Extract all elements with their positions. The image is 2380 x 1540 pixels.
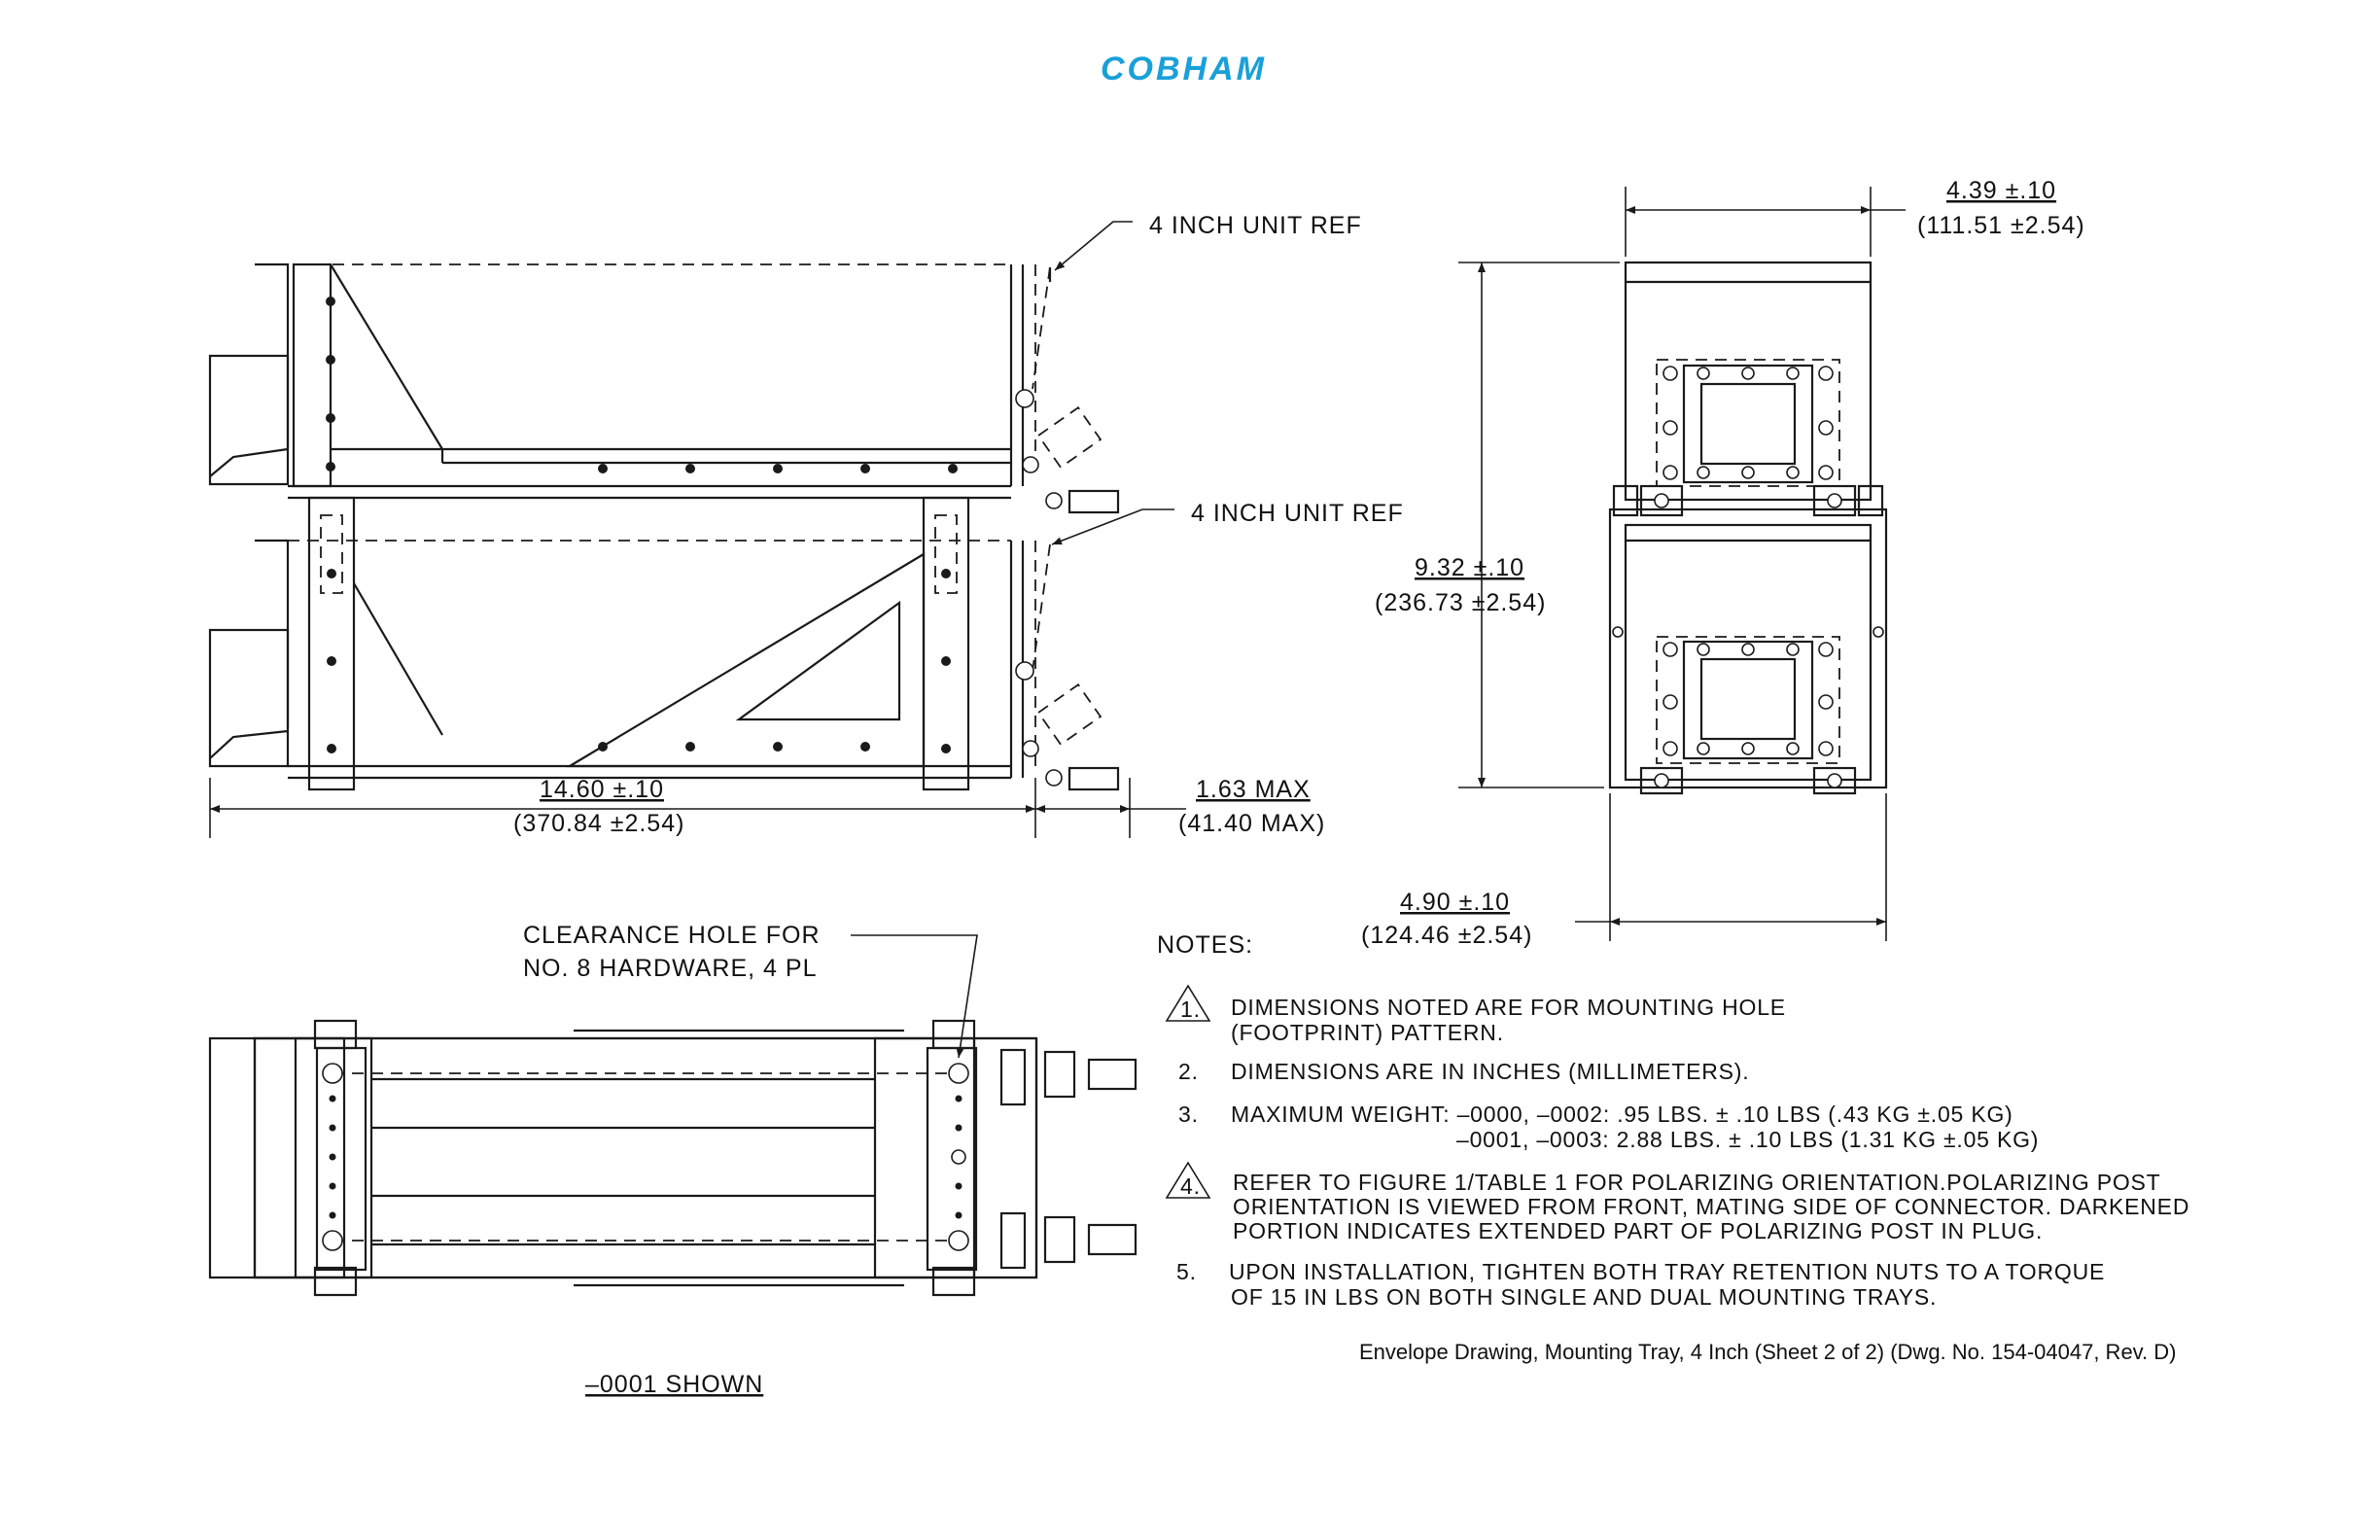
note-1-line2: (FOOTPRINT) PATTERN.	[1231, 1020, 1504, 1045]
connector-upper	[1022, 406, 1120, 514]
upper-tray-holes	[326, 297, 958, 473]
note-1-triangle-marker	[1165, 984, 1211, 1022]
connector-lower	[1022, 683, 1120, 791]
note-4-marker: 4.	[1180, 1173, 1201, 1199]
dim-width-bottom: 4.90 ±.10	[1400, 889, 1510, 916]
lower-tray-holes	[327, 569, 951, 753]
side-view: 4 INCH UNIT REF 4 INCH UNIT REF 14.60 ±.…	[208, 212, 1404, 838]
note-2-line1: DIMENSIONS ARE IN INCHES (MILLIMETERS).	[1231, 1059, 1749, 1084]
figure-caption: Envelope Drawing, Mounting Tray, 4 Inch …	[1359, 1340, 2177, 1364]
unit-ref-label-bottom: 4 INCH UNIT REF	[1191, 500, 1404, 527]
notes-heading: NOTES:	[1157, 931, 1253, 959]
note-5-line1: UPON INSTALLATION, TIGHTEN BOTH TRAY RET…	[1229, 1259, 2105, 1284]
dim-max-mm: (41.40 MAX)	[1178, 810, 1325, 837]
clearance-note-line1: CLEARANCE HOLE FOR	[523, 922, 821, 949]
dim-width-top: 4.39 ±.10	[1946, 177, 2056, 204]
note-4-line3: PORTION INDICATES EXTENDED PART OF POLAR…	[1233, 1218, 2043, 1243]
note-1-line1: DIMENSIONS NOTED ARE FOR MOUNTING HOLE	[1231, 995, 1786, 1020]
front-view-lower-unit	[1608, 508, 1888, 795]
clearance-note-line2: NO. 8 HARDWARE, 4 PL	[523, 955, 817, 982]
cobham-logo: COBHAM	[1101, 51, 1267, 88]
dim-length-mm: (370.84 ±2.54)	[513, 810, 684, 837]
front-view: 4.39 ±.10 (111.51 ±2.54) 9.32 ±.10 (236.…	[1361, 177, 2085, 949]
top-view: CLEARANCE HOLE FOR NO. 8 HARDWARE, 4 PL …	[208, 922, 1138, 1398]
note-1-marker: 1.	[1180, 997, 1201, 1022]
dim-max: 1.63 MAX	[1196, 776, 1311, 803]
unit-ref-label-top: 4 INCH UNIT REF	[1149, 212, 1362, 239]
note-3-line1: MAXIMUM WEIGHT: –0000, –0002: .95 LBS. ±…	[1231, 1102, 2013, 1127]
note-4-line2: ORIENTATION IS VIEWED FROM FRONT, MATING…	[1233, 1194, 2189, 1219]
dim-height-mm: (236.73 ±2.54)	[1375, 589, 1546, 616]
shown-label: –0001 SHOWN	[585, 1371, 763, 1398]
side-view-lower-tray	[208, 496, 1120, 791]
top-view-holes	[329, 1095, 962, 1219]
side-view-upper-tray	[208, 262, 1120, 514]
note-4-line1: REFER TO FIGURE 1/TABLE 1 FOR POLARIZING…	[1233, 1170, 2161, 1195]
dim-height: 9.32 ±.10	[1415, 554, 1524, 581]
note-5-marker: 5.	[1176, 1259, 1197, 1284]
note-2-marker: 2.	[1178, 1059, 1199, 1084]
note-3-marker: 3.	[1178, 1102, 1199, 1127]
dim-length: 14.60 ±.10	[540, 776, 664, 803]
dim-width-bottom-mm: (124.46 ±2.54)	[1361, 922, 1532, 949]
top-view-connectors	[999, 1048, 1138, 1270]
front-view-upper-unit	[1612, 261, 1884, 517]
dim-width-top-mm: (111.51 ±2.54)	[1917, 212, 2085, 239]
note-3-line2: –0001, –0003: 2.88 LBS. ± .10 LBS (1.31 …	[1456, 1127, 2039, 1152]
note-5-line2: OF 15 IN LBS ON BOTH SINGLE AND DUAL MOU…	[1231, 1284, 1937, 1310]
notes: NOTES: 1. DIMENSIONS NOTED ARE FOR MOUNT…	[1157, 931, 2189, 1310]
note-4-triangle-marker	[1165, 1161, 1211, 1199]
